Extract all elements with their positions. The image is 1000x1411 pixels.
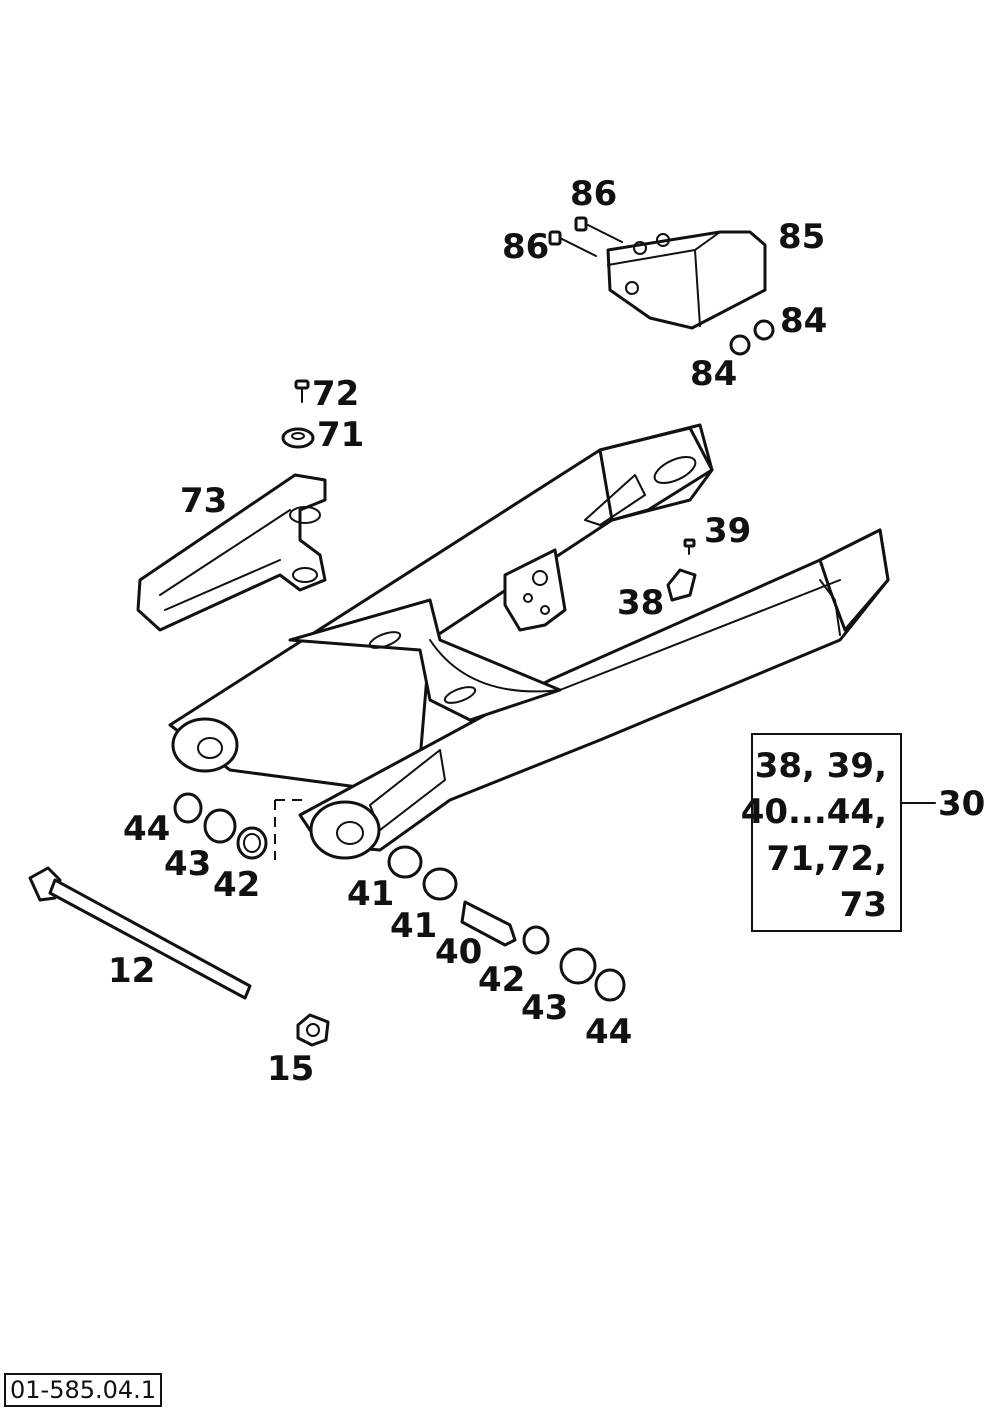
callout-72: 72 xyxy=(312,374,359,414)
drawing-code: 01-585.04.1 xyxy=(4,1373,163,1407)
callout-84-right: 84 xyxy=(780,301,827,341)
callout-12: 12 xyxy=(108,951,155,991)
nut-15 xyxy=(296,1013,330,1047)
callout-39: 39 xyxy=(704,511,751,551)
nuts-84 xyxy=(729,319,775,356)
clip-38 xyxy=(666,568,697,602)
washer-71 xyxy=(281,427,315,449)
pivot-bolt-12 xyxy=(28,866,252,1000)
callout-71: 71 xyxy=(317,415,364,455)
screw-86-lower xyxy=(548,230,597,257)
callout-42-right: 42 xyxy=(478,960,525,1000)
swingarm xyxy=(168,423,890,860)
callout-41-upper: 41 xyxy=(347,874,394,914)
callout-42-left: 42 xyxy=(213,865,260,905)
kit-line-3: 71,72, xyxy=(767,839,887,879)
kit-line-4: 73 xyxy=(840,885,887,925)
screw-86-upper xyxy=(574,216,623,243)
right-bearing-stack xyxy=(387,845,626,1002)
callouts: 86 86 85 84 84 72 71 73 39 38 44 43 42 4… xyxy=(108,174,985,1089)
callout-30: 30 xyxy=(938,784,985,824)
callout-38: 38 xyxy=(617,583,664,623)
callout-40: 40 xyxy=(435,932,482,972)
callout-86-top: 86 xyxy=(570,174,617,214)
callout-86-left: 86 xyxy=(502,227,549,267)
callout-43-right: 43 xyxy=(521,988,568,1028)
kit-box: 38, 39, 40...44, 71,72, 73 xyxy=(741,733,936,932)
kit-line-1: 38, 39, xyxy=(755,746,887,786)
callout-44-right: 44 xyxy=(585,1012,632,1052)
left-bearing-stack xyxy=(173,792,305,860)
callout-84-left: 84 xyxy=(690,354,737,394)
callout-15: 15 xyxy=(267,1049,314,1089)
callout-85: 85 xyxy=(778,217,825,257)
callout-44-left: 44 xyxy=(123,809,170,849)
screw-39 xyxy=(683,538,696,555)
callout-43-left: 43 xyxy=(164,844,211,884)
chain-slider-73 xyxy=(136,473,327,632)
callout-73: 73 xyxy=(180,481,227,521)
screw-72 xyxy=(294,379,310,403)
chain-guide-85 xyxy=(606,230,767,330)
callout-41-lower: 41 xyxy=(390,906,437,946)
kit-line-2: 40...44, xyxy=(741,792,887,832)
